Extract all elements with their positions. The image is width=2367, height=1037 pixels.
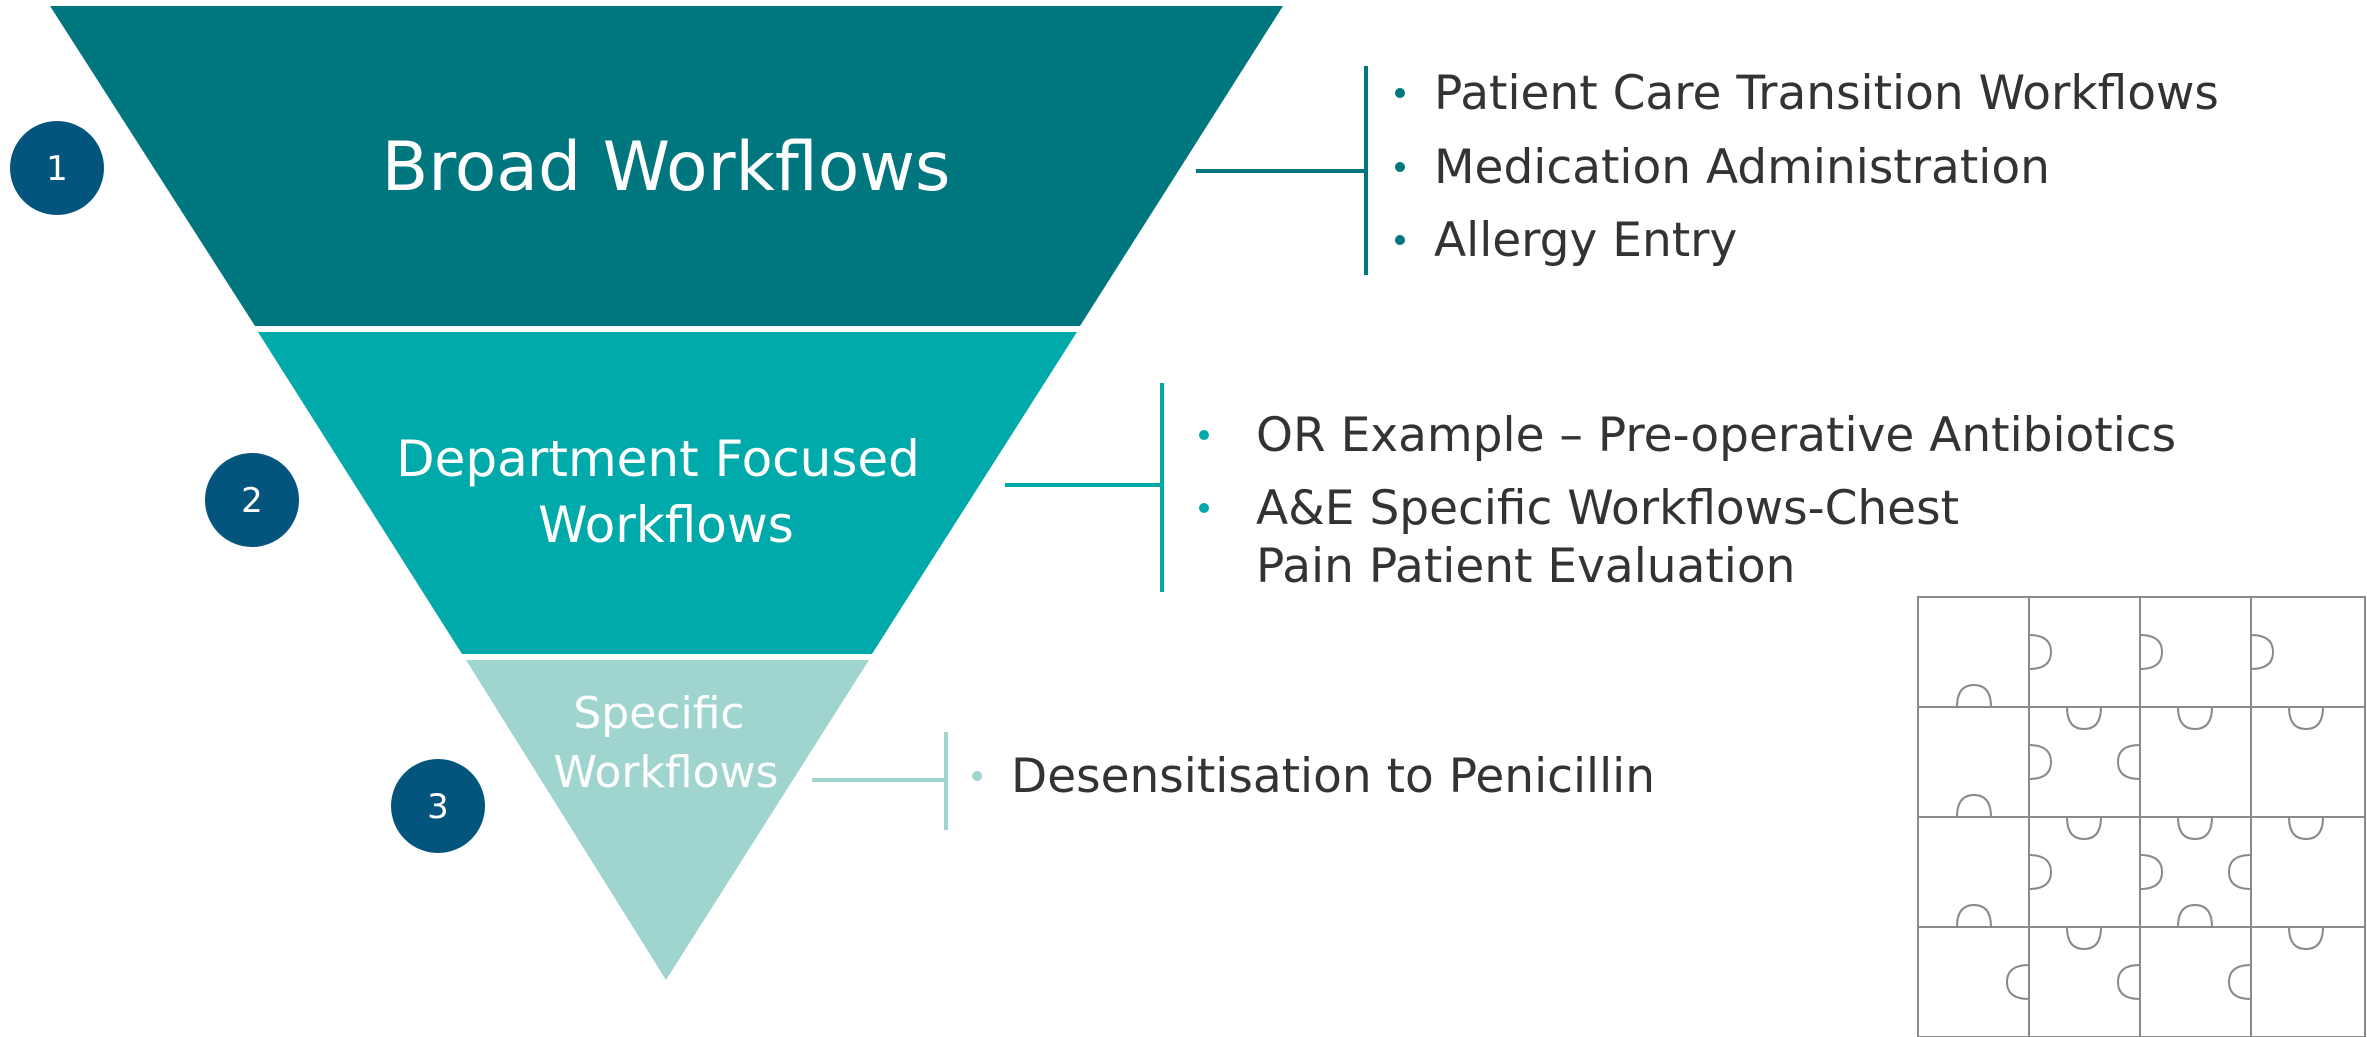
tier-1-connector (1196, 66, 1368, 275)
tier-3-bullet-list: Desensitisation to Penicillin (972, 749, 1655, 804)
tier-1-bullet-3: Allergy Entry (1434, 213, 1737, 268)
badge-3: 3 (391, 759, 485, 853)
tier-3-label: Specific Workflows (554, 688, 779, 798)
badge-3-number: 3 (427, 787, 449, 827)
tier-2-department-shape (258, 332, 1077, 654)
badge-2-number: 2 (241, 481, 263, 521)
bullet-dot (1395, 235, 1405, 245)
bullet-dot (1395, 88, 1405, 98)
tier-1-bullet-list: Patient Care Transition Workflows Medica… (1395, 66, 2219, 268)
tier-2-bullet-2: A&E Specific Workflows-Chest Pain Patien… (1256, 481, 1974, 594)
tier-3-connector (812, 732, 948, 830)
tier-3-specific-shape (466, 660, 869, 980)
tier-1-bullet-2: Medication Administration (1434, 140, 2050, 195)
tier-2-connector (1005, 383, 1164, 592)
badge-1-number: 1 (46, 149, 68, 189)
bullet-dot (1395, 162, 1405, 172)
tier-1-broad-shape (50, 6, 1283, 326)
tier-1-bullet-1: Patient Care Transition Workflows (1434, 66, 2219, 121)
badge-2: 2 (205, 453, 299, 547)
bullet-dot (1199, 503, 1209, 513)
tier-3-bullet-1: Desensitisation to Penicillin (1011, 749, 1655, 804)
tier-1-label: Broad Workflows (382, 128, 951, 207)
bullet-dot (972, 771, 982, 781)
tier-2-label: Department Focused Workflows (396, 430, 936, 554)
badge-1: 1 (10, 121, 104, 215)
bullet-dot (1199, 430, 1209, 440)
tier-2-bullet-1: OR Example – Pre-operative Antibiotics (1256, 408, 2176, 463)
tier-2-bullet-list: OR Example – Pre-operative Antibiotics A… (1199, 408, 2176, 594)
puzzle-grid-icon (1917, 596, 2366, 1037)
